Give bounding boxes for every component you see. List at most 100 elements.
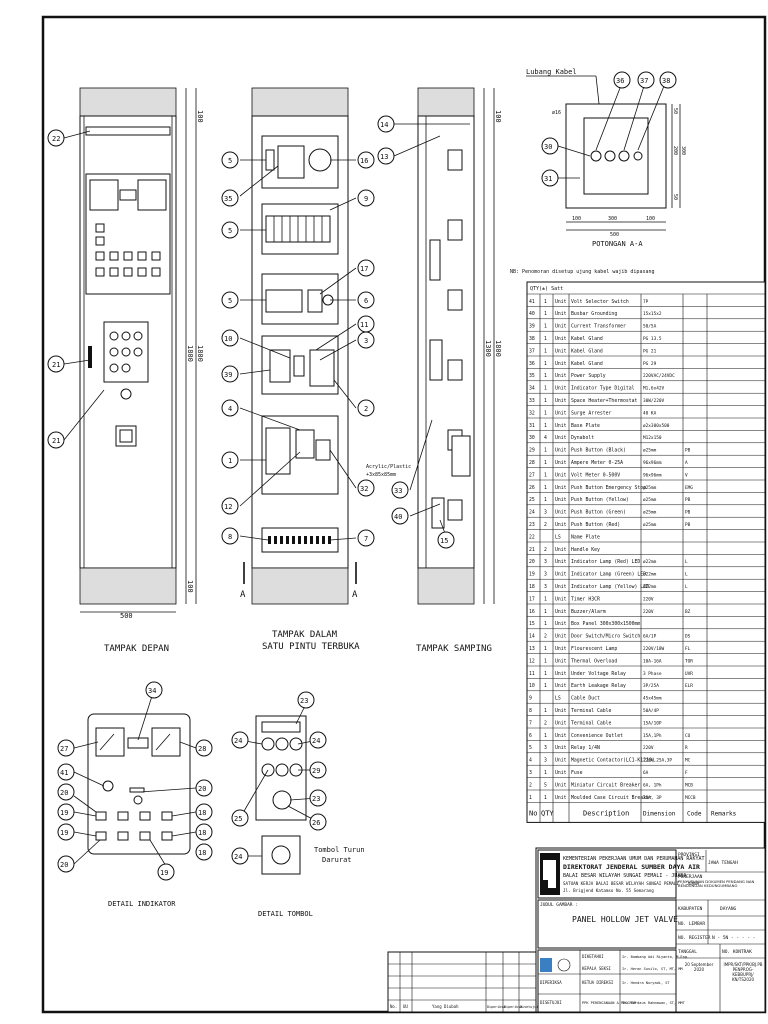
svg-text:10: 10 — [224, 335, 232, 343]
table-cell-dim: 220V — [643, 745, 654, 751]
table-cell-qty: 1 — [544, 497, 547, 503]
balloon-22: 22 — [47, 129, 65, 147]
table-cell-dim: 220V,25A,3P — [643, 758, 672, 764]
table-cell-unit: Unit — [555, 572, 567, 578]
table-cell-unit: Unit — [555, 733, 567, 739]
table-cell-unit: Unit — [555, 782, 567, 788]
balloon-5b: 5 — [221, 221, 239, 239]
balloon-23a: 23 — [297, 691, 315, 709]
balloon-35: 35 — [221, 189, 239, 207]
svg-text:19: 19 — [60, 809, 68, 817]
table-cell-no: 5 — [529, 745, 532, 751]
rev-c: Disetujui — [520, 1005, 538, 1009]
side-cabinet — [417, 115, 475, 569]
tb-tanggal-label: TANGGAL — [678, 949, 697, 955]
table-cell-no: 36 — [529, 361, 535, 367]
dim-sec-w3: 100 — [646, 216, 655, 222]
table-cell-dim: 6A, 1Ph — [643, 782, 662, 788]
table-cell-no: 16 — [529, 609, 535, 615]
table-cell-code: MC — [685, 758, 691, 764]
dim-sec-h3: 50 — [672, 194, 678, 200]
section-title: POTONGAN A-A — [592, 240, 643, 248]
dim-side-total: 1800 — [494, 340, 502, 357]
balloon-39: 39 — [221, 365, 239, 383]
table-cell-dim: PG 13.5 — [643, 336, 662, 342]
table-cell-dim: 6A — [643, 770, 649, 776]
table-cell-no: 28 — [529, 460, 535, 466]
balloon-34: 34 — [145, 681, 163, 699]
table-cell-no: 12 — [529, 658, 535, 664]
table-cell-no: 14 — [529, 634, 535, 640]
table-cell-desc: Push Button (Green) — [571, 510, 626, 516]
table-cell-no: 10 — [529, 683, 535, 689]
tb-ketua-name: Ir. Hendra Nuryadi, ST — [622, 981, 670, 985]
table-cell-dim: 220VAC/24VDC — [643, 373, 675, 379]
table-cell-qty: 1 — [544, 609, 547, 615]
balloon-12: 12 — [221, 497, 239, 515]
side-view: 100 1300 1800 TAMPAK SAMPING Acrylic/Pla… — [366, 87, 502, 654]
table-cell-unit: Unit — [555, 683, 567, 689]
table-cell-desc: Volt Selector Switch — [571, 299, 629, 305]
table-cell-code: PB — [685, 448, 691, 454]
table-cell-dim: ø25mm — [643, 485, 657, 491]
table-cell-unit: Unit — [555, 559, 567, 565]
table-header-code: Code — [687, 810, 702, 817]
table-cell-qty: 1 — [544, 410, 547, 416]
tb-noregister-label: NO. REGISTER — [678, 935, 711, 941]
table-cell-qty: 1 — [544, 485, 547, 491]
table-cell-code: A — [685, 460, 688, 466]
table-cell-unit: Unit — [555, 634, 567, 640]
table-cell-desc: Surge Arrester — [571, 410, 612, 416]
table-cell-desc: Dynabolt — [571, 435, 594, 441]
cable-hole-3 — [618, 150, 630, 162]
balloon-3: 3 — [357, 331, 375, 349]
table-cell-qty: 2 — [544, 720, 547, 726]
table-cell-unit: Unit — [555, 299, 567, 305]
dim-hole-dia: ø16 — [552, 110, 561, 116]
table-cell-no: 34 — [529, 386, 535, 392]
table-cell-desc: Handle Key — [571, 547, 600, 553]
inside-view-title-1: TAMPAK DALAM — [272, 630, 338, 640]
table-cell-unit: Unit — [555, 596, 567, 602]
table-cell-unit: Unit — [555, 658, 567, 664]
table-header-qty: QTY — [541, 809, 554, 817]
title-block: KEMENTERIAN PEKERJAAN UMUM DAN PERUMAHAN… — [535, 847, 766, 1013]
front-buttons — [109, 331, 143, 400]
table-unit-header: QTY(±) Satt — [530, 286, 563, 292]
table-cell-desc: Terminal Cable — [571, 708, 612, 714]
balloon-1: 1 — [221, 451, 239, 469]
cable-hole-label: Lubang Kabel — [526, 68, 577, 76]
table-cell-no: 29 — [529, 448, 535, 454]
balloon-20a: 20 — [57, 783, 75, 801]
table-cell-no: 7 — [529, 720, 532, 726]
balloon-5a: 5 — [221, 151, 239, 169]
table-cell-dim: 10A-16A — [643, 658, 662, 664]
table-cell-unit: Unit — [555, 758, 567, 764]
table-cell-qty: 1 — [544, 733, 547, 739]
svg-text:8: 8 — [228, 533, 232, 541]
balloon-27: 27 — [57, 739, 75, 757]
table-cell-desc: Kabel Gland — [571, 336, 603, 342]
table-cell-code: V — [685, 472, 688, 478]
table-cell-no: 25 — [529, 497, 535, 503]
table-cell-unit: Unit — [555, 460, 567, 466]
tb-directorate: DIREKTORAT JENDERAL SUMBER DAYA AIR — [563, 863, 700, 871]
table-cell-desc: Current Transformer — [571, 324, 626, 330]
svg-text:16: 16 — [360, 157, 368, 165]
table-cell-unit: Unit — [555, 646, 567, 652]
balloon-15: 15 — [437, 531, 455, 549]
tb-diperiksa: DIPERIKSA — [540, 980, 562, 985]
table-cell-no: 35 — [529, 373, 535, 379]
table-cell-dim: M12x150 — [643, 435, 662, 441]
table-cell-unit: Unit — [555, 373, 567, 379]
table-cell-code: F — [685, 770, 688, 776]
tb-kabupaten-value: DAYANG — [720, 906, 737, 912]
table-cell-dim: ø25mm — [643, 448, 657, 454]
table-cell-dim: 220V — [643, 609, 654, 615]
table-cell-dim: ø22mm — [643, 572, 657, 578]
detail-indicator: DETAIL INDIKATOR — [87, 713, 191, 908]
acrylic-note-1: Acrylic/Plastic — [366, 464, 411, 470]
table-cell-no: 32 — [529, 410, 535, 416]
table-cell-no: 33 — [529, 398, 535, 404]
